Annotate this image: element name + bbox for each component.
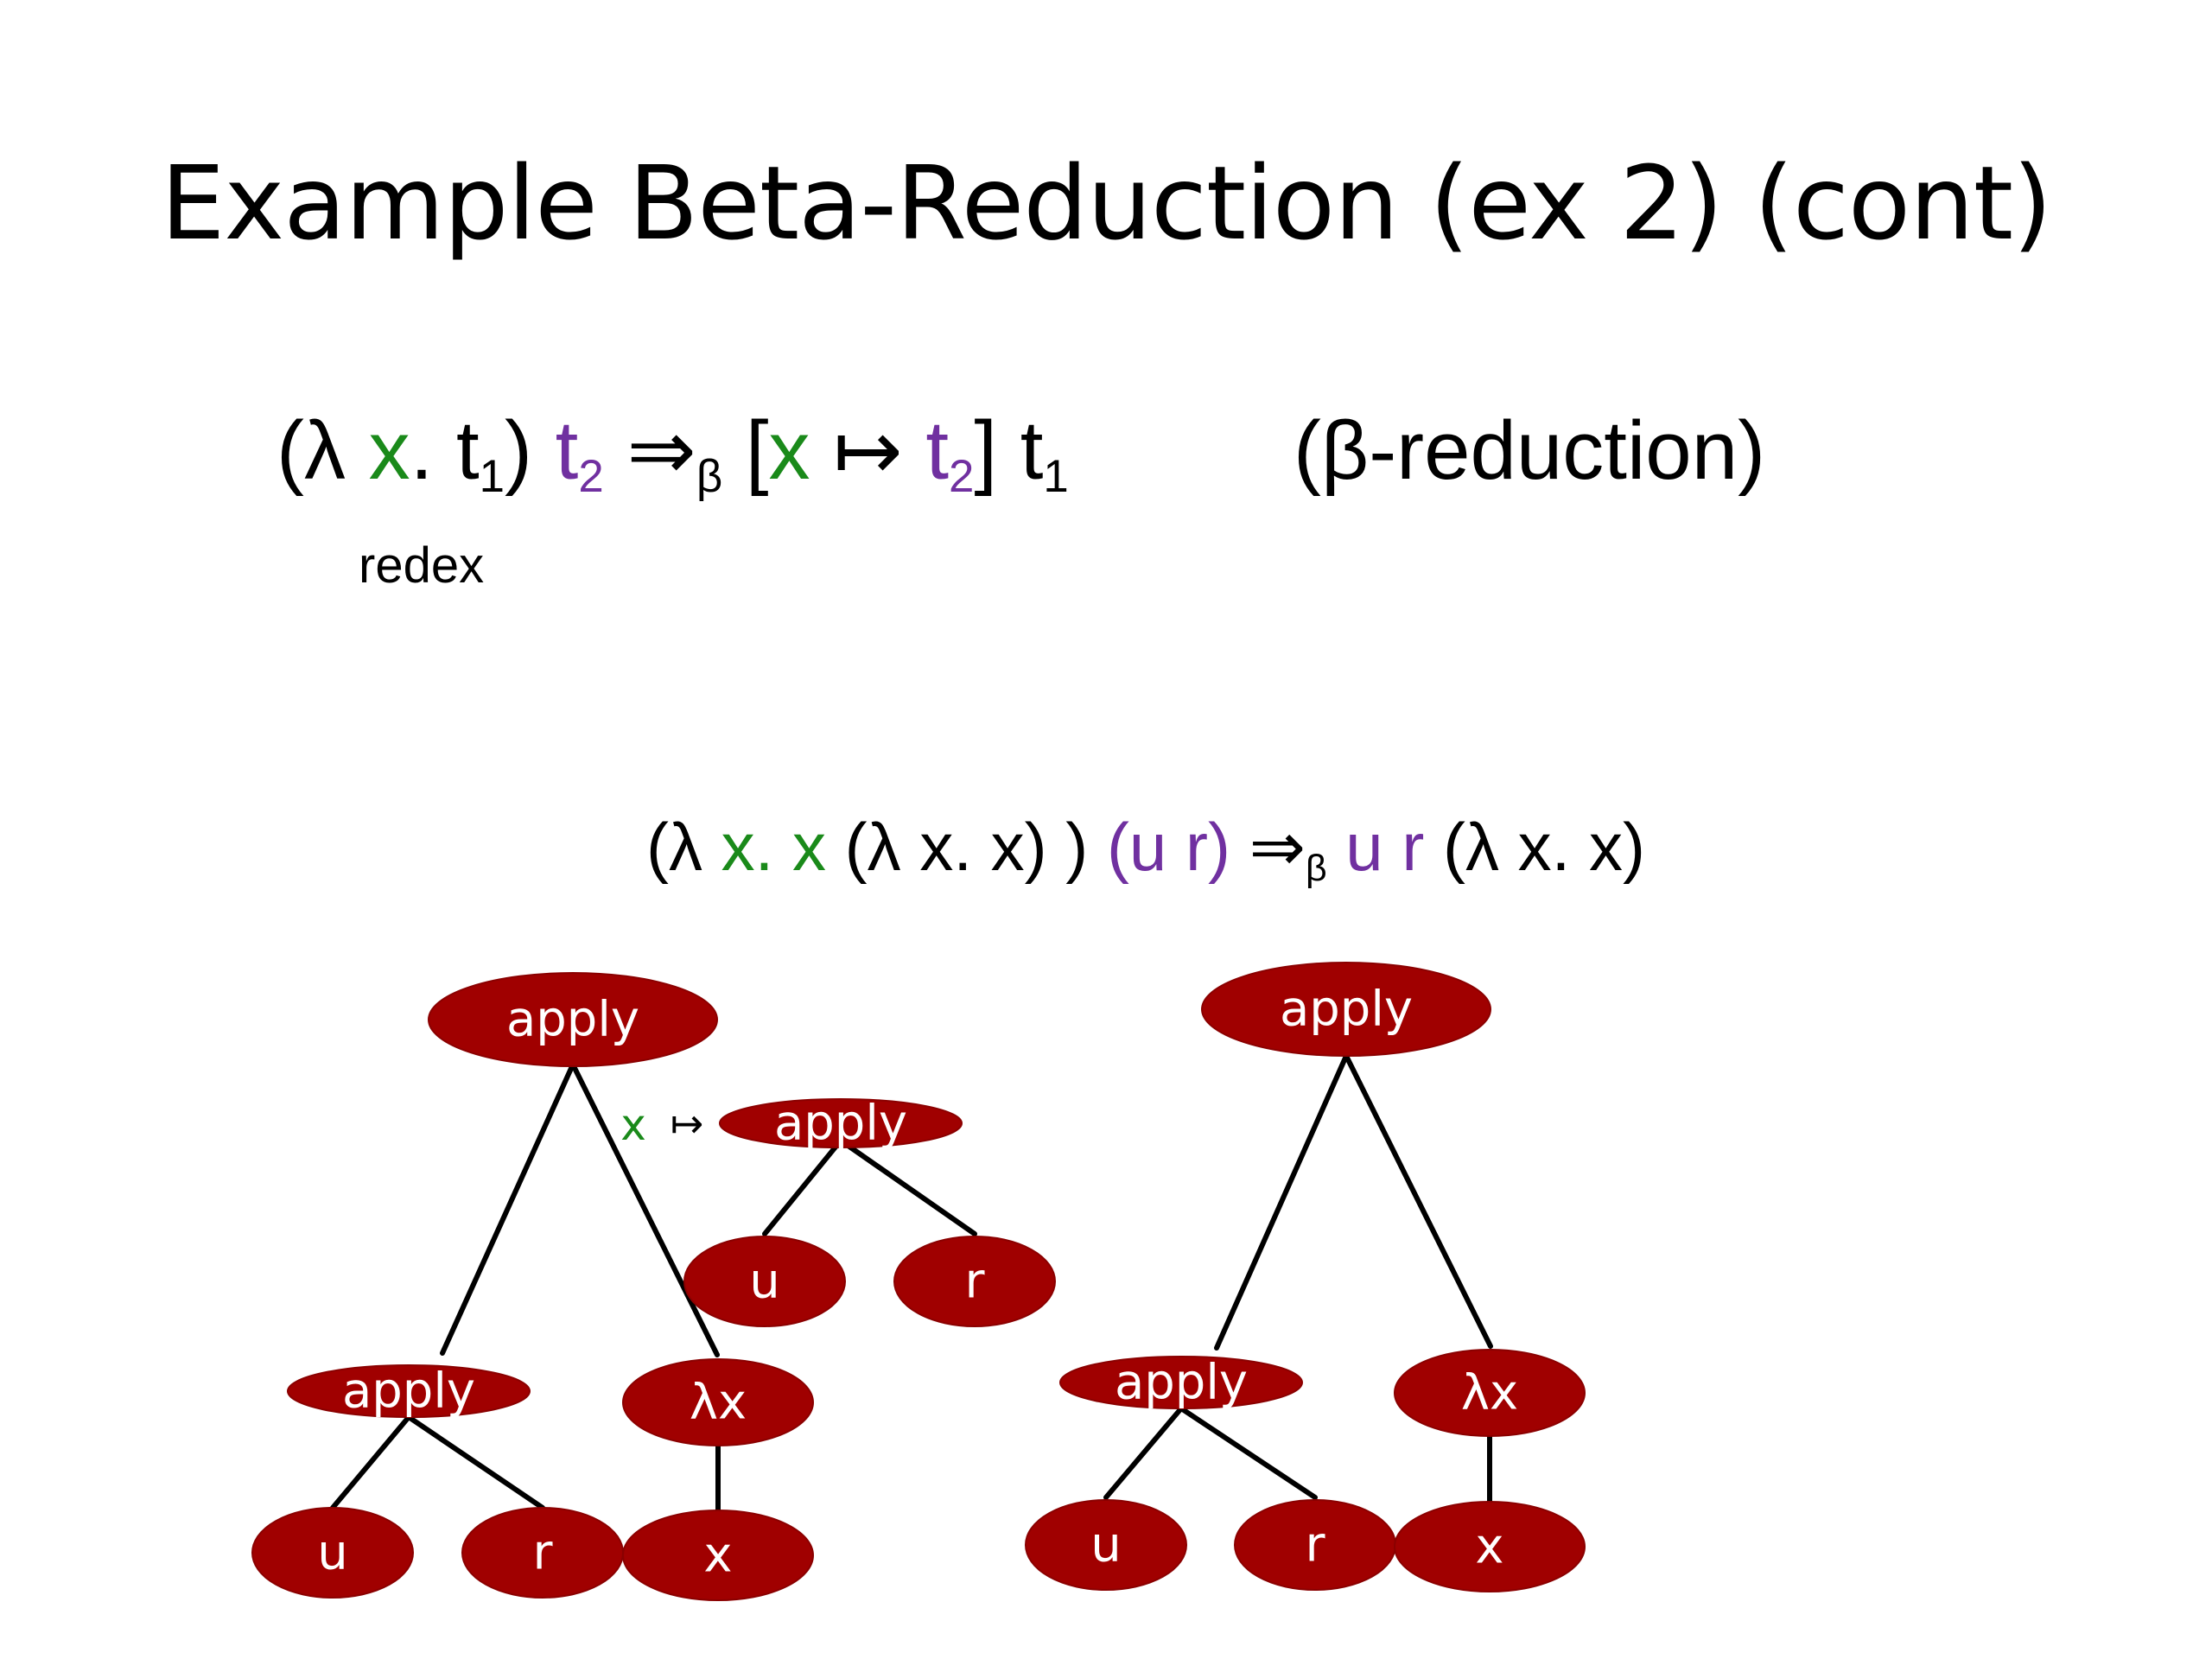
edge-left-root-lambda: [570, 1062, 720, 1357]
example-arg: (u r): [1106, 809, 1230, 885]
rule-open: (λ: [276, 404, 369, 497]
node-right-apply-label: apply: [1115, 1355, 1248, 1411]
node-left-u: u: [251, 1507, 414, 1599]
rule-var: x: [368, 404, 410, 497]
example-beta: β: [1305, 848, 1327, 889]
node-left-u-label: u: [317, 1525, 348, 1581]
node-right-r: r: [1234, 1499, 1396, 1591]
beta-reduction-label: (β-reduction): [1294, 404, 1766, 497]
node-left-x: x: [622, 1510, 814, 1601]
rule-mapsto: ↦: [810, 404, 926, 497]
example-result-rest: (λ x. x): [1424, 809, 1645, 885]
example-result-arg: u r: [1326, 809, 1425, 885]
node-right-lambda-label: λx: [1461, 1365, 1518, 1421]
rule-t2: t: [555, 404, 579, 497]
edge-sub-apply-u: [762, 1138, 843, 1236]
node-left-r: r: [461, 1507, 624, 1599]
redex-label: redex: [359, 537, 485, 594]
node-right-x: x: [1394, 1501, 1586, 1592]
node-right-x-label: x: [1475, 1519, 1503, 1575]
edge-right-root-lambda: [1344, 1053, 1493, 1349]
beta-rule-formula: (λ x. t1) t2 ⇒β [x ↦ t2] t1: [276, 399, 1069, 503]
node-left-root-apply-label: apply: [506, 992, 639, 1048]
node-left-root-apply: apply: [428, 972, 718, 1067]
rule-bracket-open: [: [722, 404, 769, 497]
edge-right-apply-u: [1103, 1406, 1184, 1500]
node-left-lambda-label: λx: [690, 1375, 747, 1431]
example-body: (λ x. x) ): [826, 809, 1107, 885]
substitution-var: x: [620, 1100, 646, 1150]
node-right-u-label: u: [1090, 1517, 1122, 1573]
rule-sub2b: 2: [949, 450, 975, 502]
edge-left-apply-u: [330, 1414, 411, 1510]
edge-left-apply-r: [406, 1414, 545, 1510]
example-arrow: ⇒: [1230, 809, 1306, 885]
rule-arrow: ⇒: [603, 404, 696, 497]
node-left-r-label: r: [532, 1525, 553, 1581]
rule-beta: β: [696, 450, 723, 502]
node-left-lambda: λx: [622, 1358, 814, 1446]
substitution-mapsto: ↦: [671, 1100, 704, 1147]
node-right-root-apply-label: apply: [1280, 982, 1413, 1038]
node-right-root-apply: apply: [1201, 962, 1491, 1057]
node-sub-apply: apply: [719, 1096, 963, 1152]
node-right-apply: apply: [1059, 1355, 1303, 1411]
rule-sub1: 1: [479, 450, 505, 502]
edge-sub-apply-r: [838, 1138, 977, 1236]
example-binder: x. x: [721, 809, 826, 885]
node-right-r-label: r: [1305, 1517, 1325, 1573]
node-sub-r-label: r: [964, 1254, 985, 1310]
node-right-u: u: [1025, 1499, 1187, 1591]
example-open: (λ: [646, 809, 721, 885]
rule-dot: . t: [410, 404, 480, 497]
node-left-apply-label: apply: [342, 1363, 475, 1420]
rule-t2b: t: [925, 404, 949, 497]
example-formula: (λ x. x (λ x. x) ) (u r) ⇒β u r (λ x. x): [646, 804, 1645, 890]
edge-left-root-apply: [440, 1062, 575, 1356]
node-left-x-label: x: [703, 1528, 732, 1584]
rule-x2: x: [768, 404, 810, 497]
rule-sub2: 2: [578, 450, 604, 502]
node-sub-u-label: u: [749, 1254, 780, 1310]
slide-title: Example Beta-Reduction (ex 2) (cont): [160, 143, 2052, 263]
rule-sub1b: 1: [1043, 450, 1069, 502]
edge-right-apply-r: [1179, 1406, 1318, 1500]
node-right-lambda: λx: [1394, 1349, 1586, 1437]
rule-close: ): [505, 404, 556, 497]
node-sub-apply-label: apply: [774, 1096, 907, 1152]
node-sub-u: u: [683, 1236, 846, 1327]
edge-right-root-apply: [1214, 1053, 1349, 1351]
node-left-apply: apply: [287, 1363, 531, 1420]
node-sub-r: r: [893, 1236, 1056, 1327]
rule-bracket-close: ] t: [974, 404, 1044, 497]
